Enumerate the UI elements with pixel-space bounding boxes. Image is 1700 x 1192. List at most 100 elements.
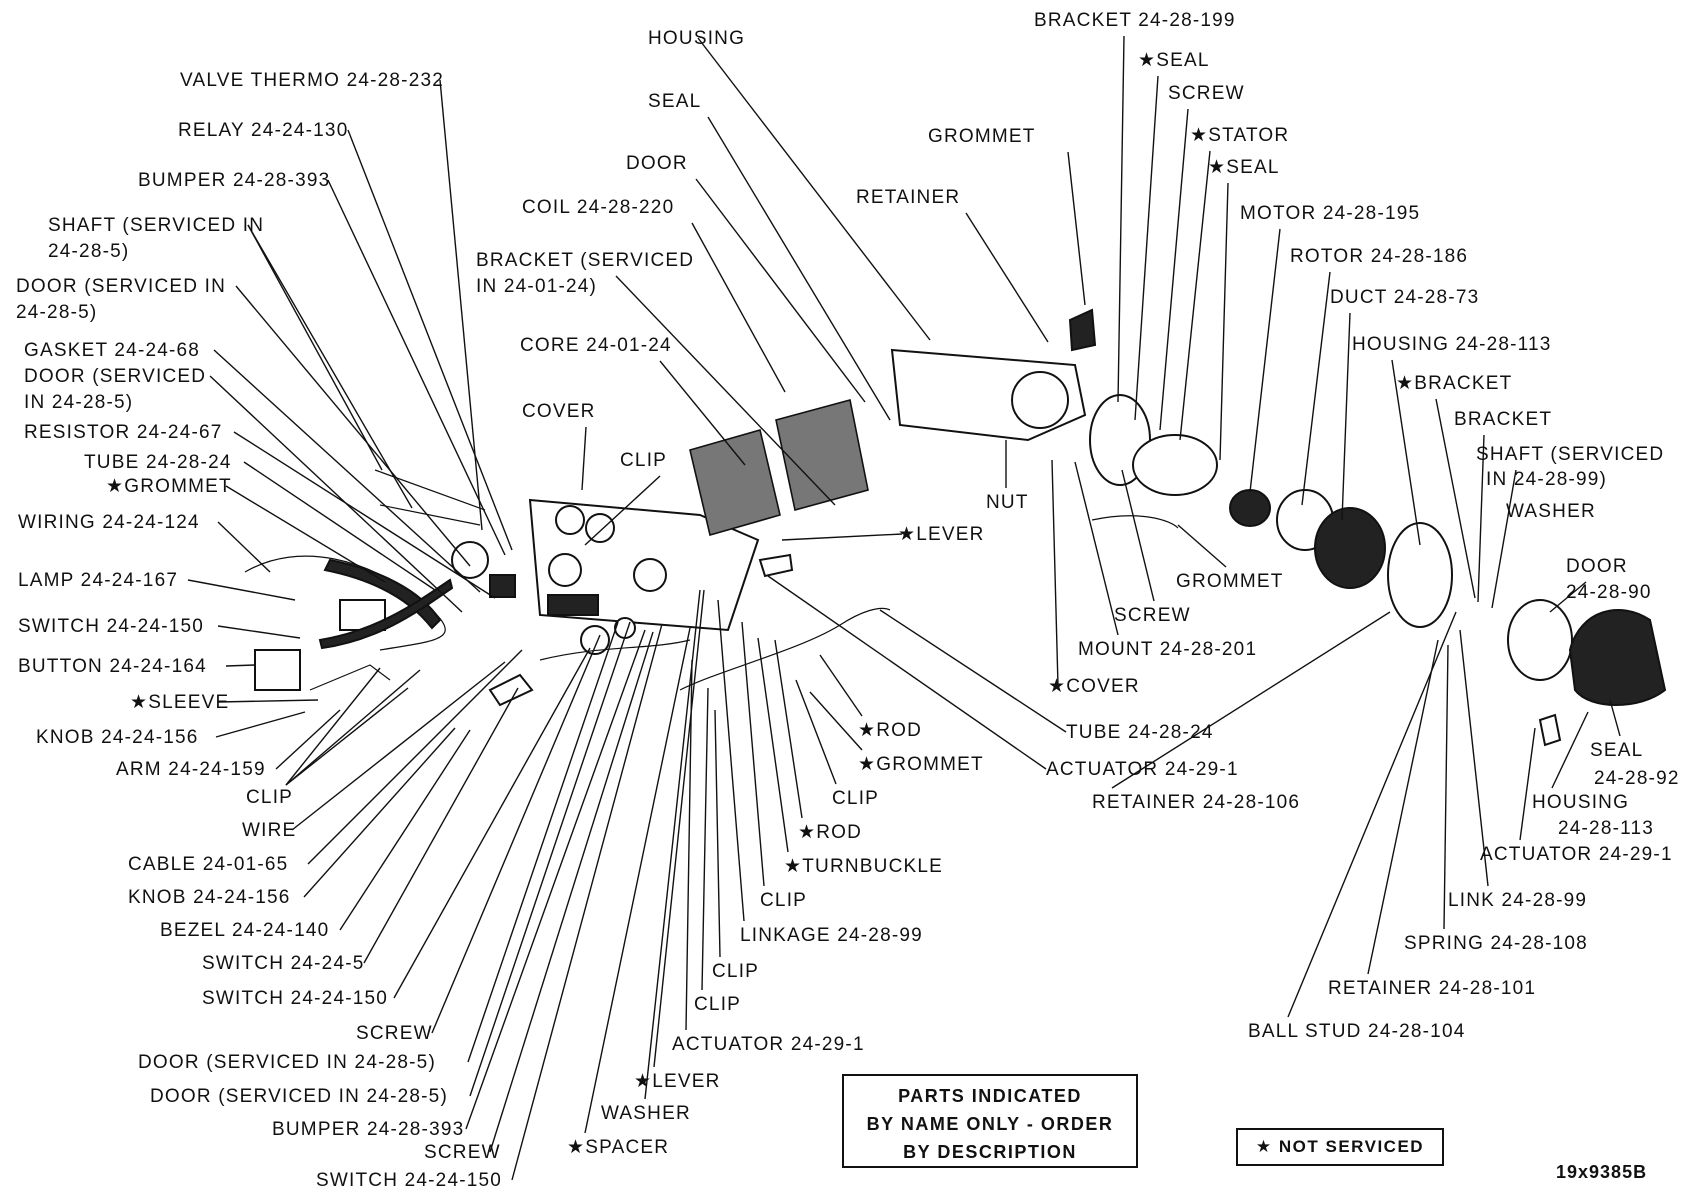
callout-label: ★ROD <box>798 822 862 843</box>
callout-label: IN 24-28-5) <box>24 392 133 413</box>
leader-line <box>243 461 436 591</box>
door-part <box>1507 599 1573 681</box>
leader-line <box>781 533 903 541</box>
callout-label: BALL STUD 24-28-104 <box>1248 1021 1465 1042</box>
leader-line <box>653 589 705 1068</box>
leader-line <box>685 659 693 1031</box>
callout-label: ★LEVER <box>898 524 985 545</box>
leader-line <box>819 654 863 717</box>
callout-label: ★TURNBUCKLE <box>784 856 943 877</box>
callout-label: ★SLEEVE <box>130 692 229 713</box>
leader-line <box>307 649 523 865</box>
leader-line <box>225 664 256 667</box>
leader-line <box>303 727 456 898</box>
leader-line <box>879 609 1067 733</box>
callout-label: 24-28-92 <box>1594 768 1680 789</box>
leader-lines <box>187 35 1621 1181</box>
leader-line <box>584 627 691 1134</box>
callout-label: BUTTON 24-24-164 <box>18 656 207 677</box>
callout-label: WIRING 24-24-124 <box>18 512 200 533</box>
callout-label: BUMPER 24-28-393 <box>138 170 330 191</box>
callout-label: MOTOR 24-28-195 <box>1240 203 1420 224</box>
callout-label: 24-28-90 <box>1566 582 1652 603</box>
leader-line <box>275 709 341 770</box>
callout-label: SWITCH 24-24-5 <box>202 953 365 974</box>
parts-drawing <box>244 308 1667 747</box>
callout-label: ROTOR 24-28-186 <box>1290 246 1468 267</box>
leader-line <box>757 637 789 853</box>
button-part <box>254 649 301 691</box>
callout-label: SCREW <box>356 1023 433 1044</box>
parts-note-box: PARTS INDICATED BY NAME ONLY - ORDER BY … <box>842 1074 1138 1168</box>
leader-line <box>1519 727 1536 841</box>
cover-dial-4 <box>633 558 667 592</box>
bezel-part <box>580 625 610 655</box>
callout-label: ★LEVER <box>634 1071 721 1092</box>
callout-label: DOOR <box>626 153 688 174</box>
leader-line <box>215 711 306 738</box>
callout-label: GROMMET <box>928 126 1036 147</box>
leader-line <box>217 625 301 639</box>
leader-line <box>393 647 591 999</box>
callout-label: RETAINER 24-28-106 <box>1092 792 1300 813</box>
callout-label: BEZEL 24-24-140 <box>160 920 329 941</box>
leader-line <box>1249 228 1281 493</box>
cover-vent <box>547 594 599 616</box>
callout-label: NUT <box>986 492 1029 513</box>
housing-ring-part <box>1387 522 1453 628</box>
leader-line <box>285 667 381 786</box>
leader-line <box>581 426 587 491</box>
parts-note-line-3: BY DESCRIPTION <box>903 1142 1077 1162</box>
cover-dial-1 <box>555 505 585 535</box>
callout-label: CLIP <box>760 890 807 911</box>
callout-label: SHAFT (SERVICED IN <box>48 215 264 236</box>
callout-label: ★SPACER <box>567 1137 669 1158</box>
leader-line <box>285 687 409 786</box>
leader-line <box>1491 469 1517 609</box>
callout-label: LAMP 24-24-167 <box>18 570 178 591</box>
callout-label: CLIP <box>246 787 293 808</box>
callout-label: DOOR (SERVICED <box>24 366 206 387</box>
leader-line <box>1459 629 1489 887</box>
leader-line <box>701 687 709 991</box>
leader-line <box>511 623 663 1181</box>
callout-label: 24-28-5) <box>48 241 129 262</box>
leader-line <box>1551 711 1589 789</box>
callout-label: LINKAGE 24-28-99 <box>740 925 923 946</box>
leader-line <box>285 669 421 786</box>
actuator-right-part <box>1538 713 1562 747</box>
callout-label: SWITCH 24-24-150 <box>18 616 204 637</box>
callout-label: SPRING 24-28-108 <box>1404 933 1588 954</box>
leader-line <box>363 687 519 964</box>
callout-label: BUMPER 24-28-393 <box>272 1119 464 1140</box>
callout-label: WASHER <box>601 1103 691 1124</box>
callout-label: KNOB 24-24-156 <box>128 887 291 908</box>
callout-label: SWITCH 24-24-150 <box>202 988 388 1009</box>
callout-label: ACTUATOR 24-29-1 <box>1480 844 1673 865</box>
callout-label: TUBE 24-28-24 <box>84 452 232 473</box>
leader-line <box>659 360 746 466</box>
leader-line <box>291 661 506 831</box>
leader-line <box>1301 271 1331 506</box>
leader-line <box>339 729 471 931</box>
leader-line <box>1117 35 1125 403</box>
callout-label: BRACKET (SERVICED <box>476 250 694 271</box>
leader-line <box>217 699 319 703</box>
coil-part <box>775 399 869 511</box>
leader-line <box>1159 108 1189 431</box>
leader-line <box>431 634 601 1034</box>
callout-label: HOUSING 24-28-113 <box>1352 334 1552 355</box>
leader-line <box>1134 75 1159 421</box>
callout-label: BRACKET 24-28-199 <box>1034 10 1236 31</box>
leader-line <box>691 222 786 393</box>
callout-label: RETAINER 24-28-101 <box>1328 978 1536 999</box>
leader-line <box>1367 639 1439 975</box>
cover-dial-2 <box>585 513 615 543</box>
callout-label: ACTUATOR 24-29-1 <box>672 1034 865 1055</box>
callout-label: ★SEAL <box>1138 50 1210 71</box>
leader-line <box>1121 469 1155 602</box>
leader-line <box>965 212 1049 343</box>
leader-line <box>795 679 837 785</box>
